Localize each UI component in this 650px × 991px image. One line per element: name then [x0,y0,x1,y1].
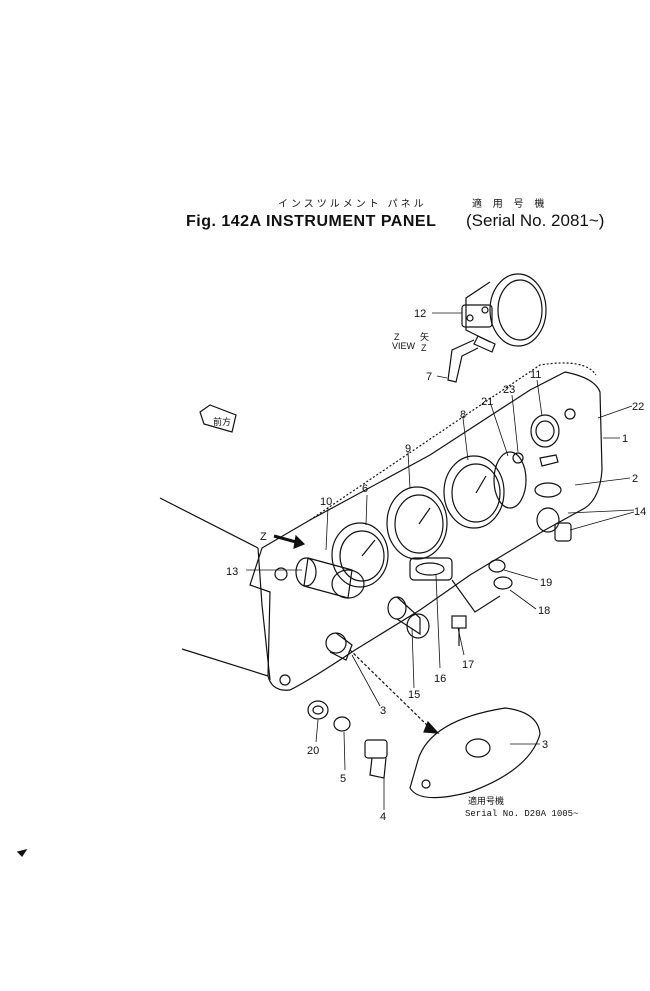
sender-16 [409,557,453,581]
gauge-8 [443,455,505,529]
callout-19: 19 [540,577,552,589]
callout-14: 14 [634,506,646,518]
callout-15: 15 [408,689,420,701]
washer-18 [493,576,513,590]
callout-11: 11 [530,369,541,381]
callout-4: 4 [380,811,386,823]
callout-3b: 3 [542,739,548,751]
callout-18: 18 [538,605,550,617]
panel-plate-edge [257,547,271,681]
callout-12: 12 [414,308,426,320]
view-z-top: Z [394,332,400,342]
lamp-body-13 [295,557,365,599]
callout-10: 10 [320,496,332,508]
z-arrow-icon [273,534,306,549]
bolt-4 [364,739,388,779]
cap-11 [530,414,560,448]
view-jp-mark: 矢 [420,331,429,342]
caption-japanese-applicable: 適 用 号 機 [472,199,549,210]
direction-badge-text: 前方 [213,416,231,427]
callout-21: 21 [481,396,493,408]
cover-plate-3 [409,707,541,799]
mount-hole-right [564,408,576,420]
z-arrow-label: Z [260,531,267,543]
panel-top-edge [309,362,597,521]
callout-13: 13 [226,566,238,578]
callout-17: 17 [462,659,474,671]
lamp-23 [512,452,524,464]
panel-plate [249,371,603,691]
direction-badge-icon [199,404,237,433]
gauge-6 [331,522,389,588]
figure-title: Fig. 142A INSTRUMENT PANEL [186,213,437,230]
cable-7 [447,339,479,383]
nut-19 [488,559,506,573]
button-15 [387,596,430,639]
guide-line-top [159,497,259,549]
footnote-serial: Serial No. D20A 1005~ [465,809,578,819]
view-label: VIEW [392,341,416,351]
serial-text: Serial No. 2081~ [471,211,599,230]
ring-21 [493,451,527,509]
guide-line-bottom [181,648,269,677]
washer-20 [307,700,329,720]
footnote-jp: 適用号機 [468,795,504,806]
view-z-bottom: Z [421,343,427,353]
gauge-9 [386,486,448,560]
lamp-3 [325,632,353,661]
callout-7: 7 [426,371,432,383]
callout-1: 1 [622,433,628,445]
mount-hole-bottom [279,674,291,686]
tachometer-12 [461,273,547,353]
key-switch-14 [536,507,572,542]
callout-8: 8 [460,409,466,421]
wire-3 [349,649,431,729]
callout-5: 5 [340,773,346,785]
washer-5 [333,716,351,732]
callout-2: 2 [632,473,638,485]
callout-22: 22 [632,401,644,413]
callout-16: 16 [434,673,446,685]
callout-9: 9 [405,443,411,455]
serial-range: (Serial No. 2081~) [466,211,605,230]
caption-japanese-title: インスツルメント パネル [278,199,427,210]
mount-hole-left [274,567,288,581]
screw-22 [539,454,559,467]
indicator-2 [534,482,562,498]
callout-6: 6 [362,483,368,495]
stray-mark [16,849,28,857]
callout-3a: 3 [380,705,386,717]
callout-23: 23 [503,384,515,396]
callout-20: 20 [307,745,319,757]
